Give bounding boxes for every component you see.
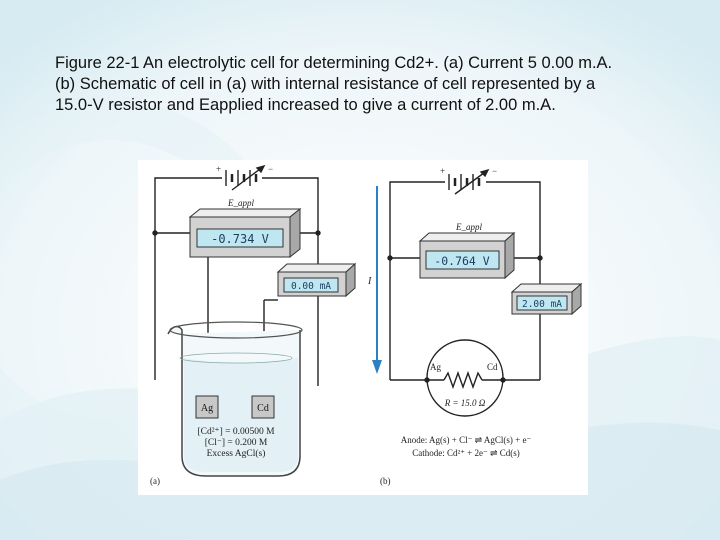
cathode-reaction: Cathode: Cd²⁺ + 2e⁻ ⇌ Cd(s): [412, 448, 520, 458]
caption-line-2: (b) Schematic of cell in (a) with intern…: [55, 75, 596, 93]
electrode-ag-label: Ag: [201, 403, 213, 414]
panel-b: [387, 168, 543, 417]
wire-a-right: [262, 177, 319, 386]
ammeter-b: [510, 282, 583, 316]
ammeter-a-readout: 0.00 mA: [291, 281, 331, 292]
electrode-cd: [251, 395, 275, 419]
battery-b-plus: +: [440, 166, 445, 176]
panel-a-label: (a): [150, 476, 160, 486]
battery-a-icon: [225, 164, 266, 191]
voltmeter-a-readout: -0.734 V: [211, 232, 269, 246]
node-ag-label: Ag: [430, 362, 441, 372]
wire-a-left: [154, 177, 222, 380]
caption-line-3: 15.0-V resistor and Eapplied increased t…: [55, 96, 556, 114]
concentration-cl: [Cl⁻] = 0.200 M: [205, 438, 268, 448]
current-arrow: [372, 186, 382, 374]
resistance-label: R = 15.0 Ω: [444, 398, 486, 408]
voltmeter-b-readout: -0.764 V: [434, 254, 489, 268]
voltmeter-b: [418, 231, 516, 280]
wire-b-left: [389, 181, 445, 380]
panel-a: [152, 164, 321, 398]
ammeter-a: [276, 262, 357, 298]
caption-line-1: Figure 22-1 An electrolytic cell for det…: [55, 54, 613, 72]
electrode-ag: [195, 395, 219, 419]
voltmeter-a: [188, 207, 302, 259]
excess-agcl: Excess AgCl(s): [207, 448, 266, 459]
battery-a-plus: +: [216, 164, 221, 174]
eappl-b-label: E_appl: [455, 222, 482, 232]
figure-caption: Figure 22-1 An electrolytic cell for det…: [55, 53, 695, 116]
current-label: I: [367, 276, 372, 287]
battery-b-icon: [448, 168, 490, 195]
ammeter-b-readout: 2.00 mA: [522, 299, 562, 310]
electrode-cd-label: Cd: [257, 403, 269, 414]
panel-b-label: (b): [380, 476, 391, 486]
concentration-cd: [Cd²⁺] = 0.00500 M: [197, 427, 275, 437]
battery-b-minus: −: [492, 166, 497, 176]
anode-reaction: Anode: Ag(s) + Cl⁻ ⇌ AgCl(s) + e⁻: [401, 435, 532, 445]
battery-a-minus: −: [268, 164, 273, 174]
node-cd-label: Cd: [487, 362, 498, 372]
eappl-a-label: E_appl: [227, 198, 254, 208]
beaker-icon: [167, 321, 303, 477]
resistor-icon: [443, 370, 483, 390]
